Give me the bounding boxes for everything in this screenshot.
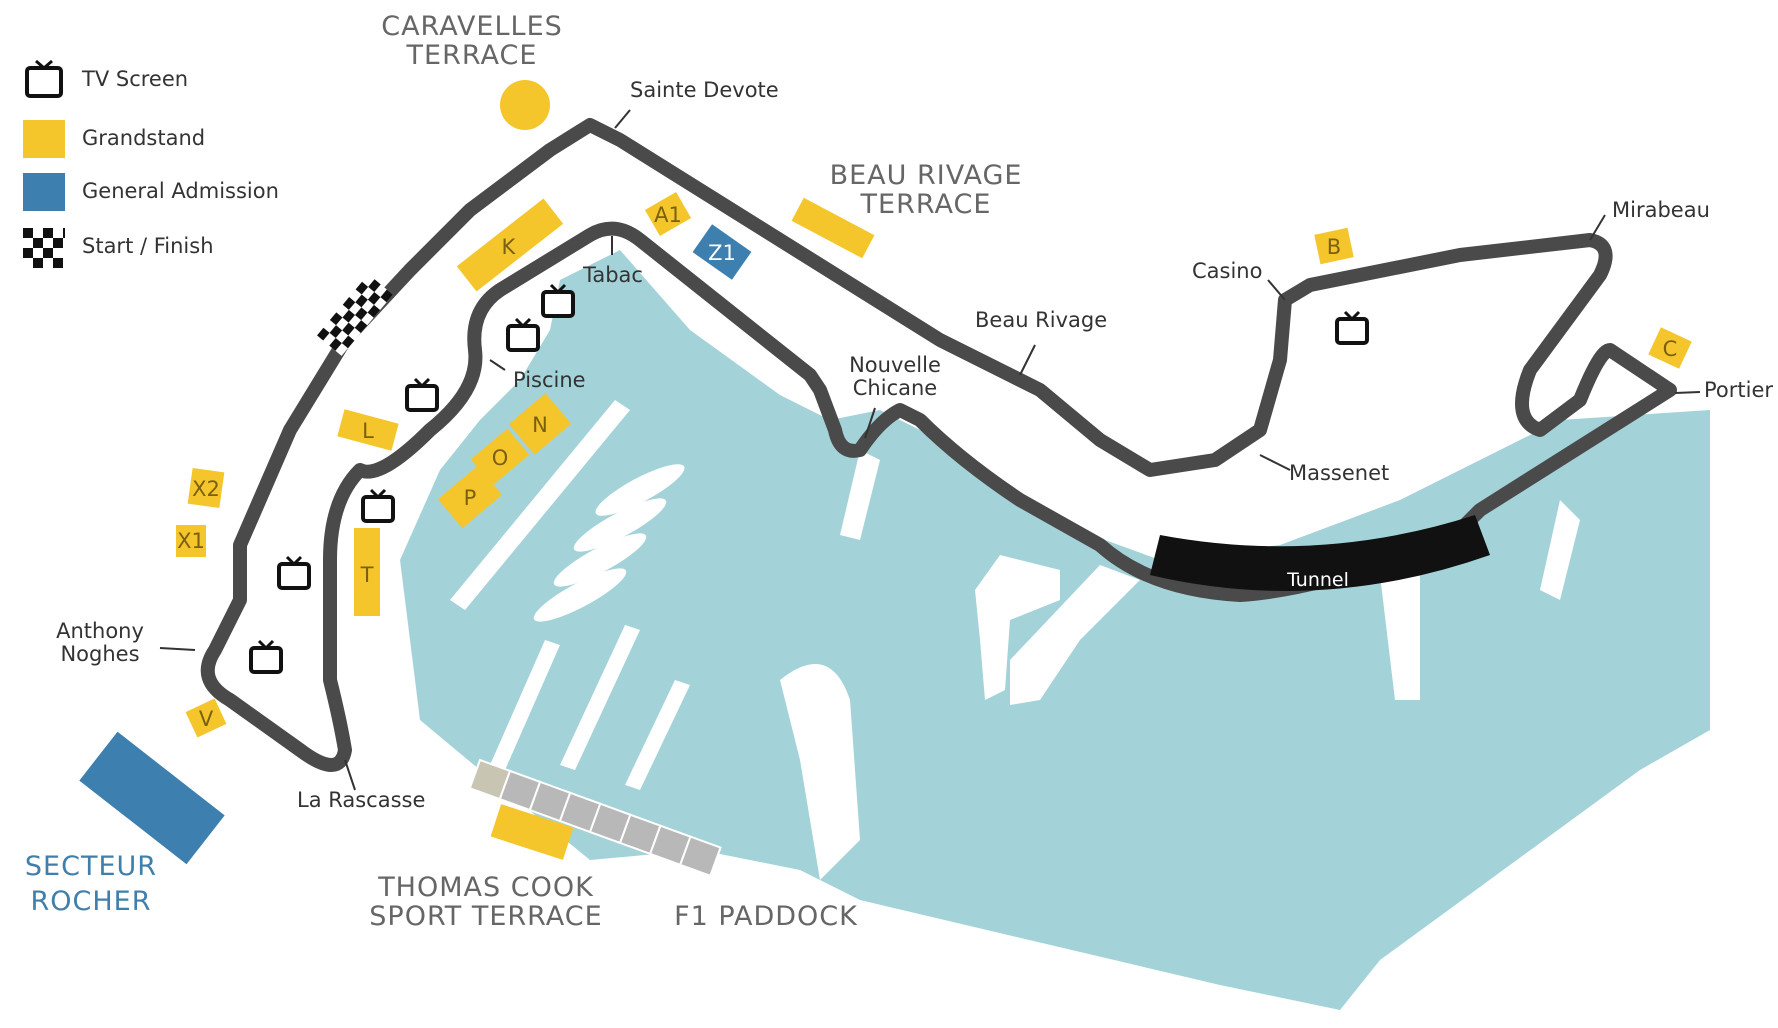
legend-tv: TV Screen <box>25 59 188 98</box>
label-rocher: ROCHER <box>31 886 152 917</box>
label-massenet: Massenet <box>1289 461 1389 485</box>
grandstand-l-label: L <box>362 419 374 443</box>
grandstand-beau-rivage-terrace[interactable] <box>791 197 875 259</box>
legend-general-admission: General Admission <box>23 173 279 211</box>
caravelles-terrace-marker[interactable] <box>500 80 550 130</box>
corner-leader-lines <box>159 109 1701 791</box>
label-noghes: Noghes <box>60 642 139 666</box>
grandstand-x2[interactable]: X2 <box>187 467 225 509</box>
label-portier: Portier <box>1704 378 1773 402</box>
tv-icon <box>541 283 575 318</box>
legend-tv-label: TV Screen <box>81 67 188 91</box>
grandstands: K A1 B C L N O P <box>176 80 1692 860</box>
label-caravelles-1: CARAVELLES <box>381 11 563 42</box>
grandstand-c[interactable]: C <box>1648 327 1692 369</box>
corner-labels: Sainte Devote Tabac Piscine Beau Rivage … <box>56 78 1773 812</box>
grandstand-t-label: T <box>360 563 374 587</box>
chequered-flag-icon <box>23 228 65 268</box>
general-admission-swatch <box>23 173 65 211</box>
grandstand-n[interactable]: N <box>508 393 572 455</box>
label-casino: Casino <box>1192 259 1262 283</box>
label-f1-paddock: F1 PADDOCK <box>674 901 858 932</box>
grandstand-a1[interactable]: A1 <box>644 191 693 239</box>
label-secteur: SECTEUR <box>25 851 157 882</box>
grandstand-p[interactable]: P <box>437 465 503 529</box>
label-anthony: Anthony <box>56 619 144 643</box>
grandstand-o-label: O <box>492 446 509 470</box>
grandstand-p-label: P <box>464 486 477 510</box>
secteur-rocher-area[interactable] <box>79 731 225 865</box>
f1-paddock-blocks <box>468 758 722 878</box>
grandstand-t[interactable]: T <box>354 528 380 616</box>
general-admission-areas: Z1 <box>79 224 752 865</box>
grandstand-n-label: N <box>532 413 548 437</box>
grandstand-b[interactable]: B <box>1314 227 1354 265</box>
grandstand-o[interactable]: O <box>470 428 530 486</box>
general-admission-z1-label: Z1 <box>708 241 736 265</box>
grandstand-v[interactable]: V <box>185 698 227 739</box>
harbour-water <box>400 250 1710 1010</box>
legend-start-finish-label: Start / Finish <box>82 234 214 258</box>
label-caravelles-2: TERRACE <box>406 40 538 71</box>
grandstand-k[interactable]: K <box>456 198 564 292</box>
label-nouvelle: Nouvelle <box>849 353 941 377</box>
label-thomas-cook-1: THOMAS COOK <box>377 872 594 903</box>
label-beau-rivage-1: BEAU RIVAGE <box>830 160 1023 191</box>
grandstand-a1-label: A1 <box>654 203 682 227</box>
grandstand-v-label: V <box>199 707 214 731</box>
legend: TV Screen Grandstand General Admission S… <box>23 59 279 268</box>
legend-grandstand-label: Grandstand <box>82 126 205 150</box>
tv-icon <box>405 377 439 412</box>
legend-general-admission-label: General Admission <box>82 179 279 203</box>
race-track <box>200 118 1677 772</box>
label-mirabeau: Mirabeau <box>1612 198 1710 222</box>
tv-icon <box>25 59 63 98</box>
grandstand-x1[interactable]: X1 <box>176 525 206 557</box>
grandstand-l[interactable]: L <box>337 409 399 451</box>
tv-icon <box>249 639 283 674</box>
label-thomas-cook-2: SPORT TERRACE <box>369 901 602 932</box>
tunnel-label: Tunnel <box>1286 569 1349 591</box>
grandstand-b-label: B <box>1327 235 1341 259</box>
tv-icon <box>1335 310 1369 345</box>
grandstand-c-label: C <box>1663 337 1678 361</box>
tunnel: Tunnel <box>1150 515 1490 591</box>
label-tabac: Tabac <box>582 263 643 287</box>
tv-icon <box>277 555 311 590</box>
terrace-labels: CARAVELLES TERRACE BEAU RIVAGE TERRACE T… <box>25 11 1023 932</box>
grandstand-x1-label: X1 <box>177 529 205 553</box>
tv-screens <box>249 283 1369 674</box>
label-beau-rivage-2: TERRACE <box>860 189 992 220</box>
general-admission-z1[interactable]: Z1 <box>692 224 752 281</box>
grandstand-x2-label: X2 <box>192 477 220 501</box>
tv-icon <box>361 488 395 523</box>
grandstand-swatch <box>23 120 65 158</box>
tv-icon <box>506 317 540 352</box>
label-chicane: Chicane <box>853 376 937 400</box>
grandstand-thomas-cook[interactable] <box>490 804 574 860</box>
label-beau-rivage: Beau Rivage <box>975 308 1107 332</box>
start-finish-line <box>317 274 393 356</box>
legend-start-finish: Start / Finish <box>23 228 214 268</box>
label-piscine: Piscine <box>513 368 586 392</box>
legend-grandstand: Grandstand <box>23 120 205 158</box>
grandstand-k-label: K <box>502 235 517 259</box>
label-la-rascasse: La Rascasse <box>297 788 425 812</box>
label-sainte-devote: Sainte Devote <box>630 78 779 102</box>
